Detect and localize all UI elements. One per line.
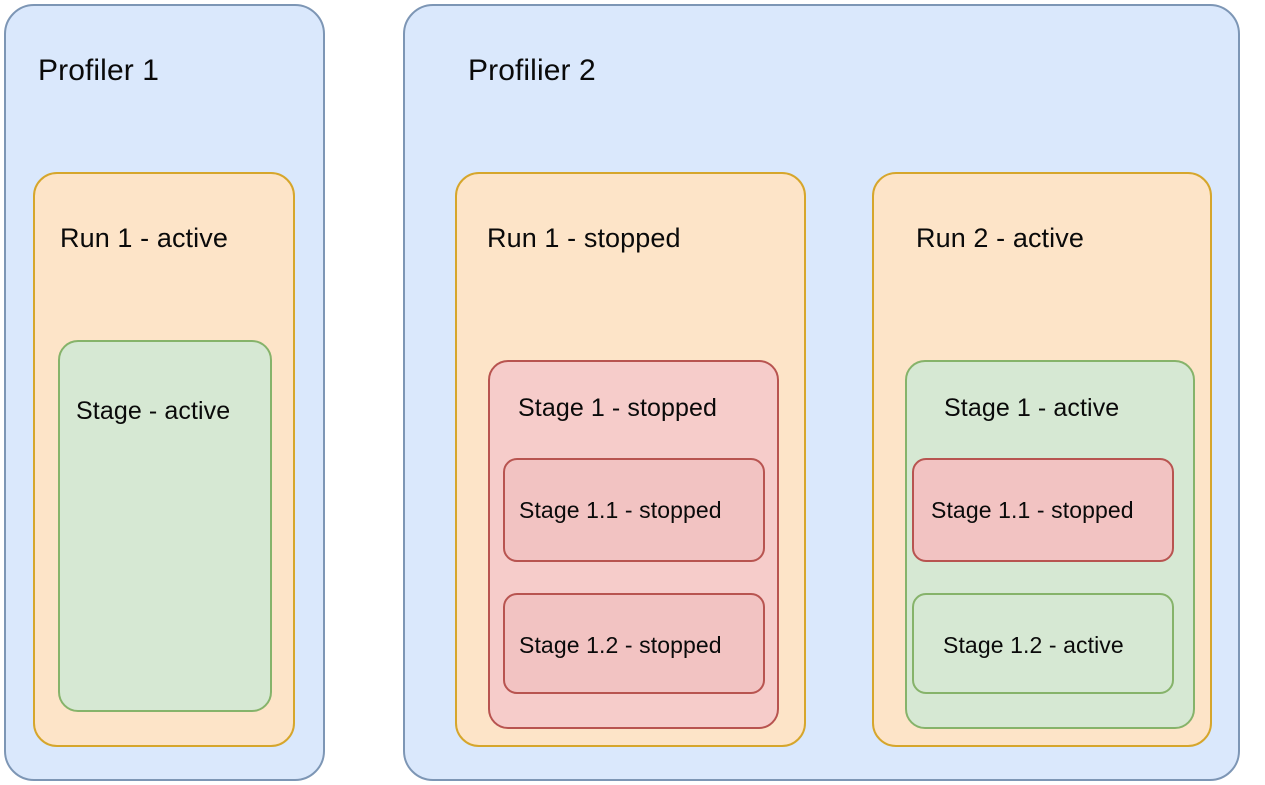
profiler-1-run-1-label: Run 1 - active	[60, 223, 228, 253]
profiler-2-run-2-stage-1-2-container[interactable]	[912, 593, 1174, 694]
profiler-2-run-1-label: Run 1 - stopped	[487, 223, 681, 253]
profiler-2-run-2-stage-1-2-label: Stage 1.2 - active	[943, 632, 1124, 658]
profiler-2-run-1-stage-1-2-container[interactable]	[503, 593, 765, 694]
profiler-1-title: Profiler 1	[38, 54, 160, 87]
profiler-2-run-1-stage-1-1-label: Stage 1.1 - stopped	[519, 497, 722, 523]
profiler-1-run-1-stage-1-container[interactable]	[58, 340, 272, 712]
profiler-2-run-1-stage-1-label: Stage 1 - stopped	[518, 394, 718, 422]
profiler-1-run-1-stage-1-label: Stage - active	[76, 397, 231, 425]
profiler-2-run-2-stage-1-1-label: Stage 1.1 - stopped	[931, 497, 1134, 523]
profiler-2-title: Profilier 2	[468, 54, 596, 87]
profiler-2-run-2-label: Run 2 - active	[916, 223, 1084, 253]
profiler-2-run-1-stage-1-1-container[interactable]	[503, 458, 765, 562]
profiler-2-run-2-stage-1-1-container[interactable]	[912, 458, 1174, 562]
profiler-2-run-1-stage-1-2-label: Stage 1.2 - stopped	[519, 632, 722, 658]
profiler-2-run-2-stage-1-label: Stage 1 - active	[944, 394, 1120, 422]
